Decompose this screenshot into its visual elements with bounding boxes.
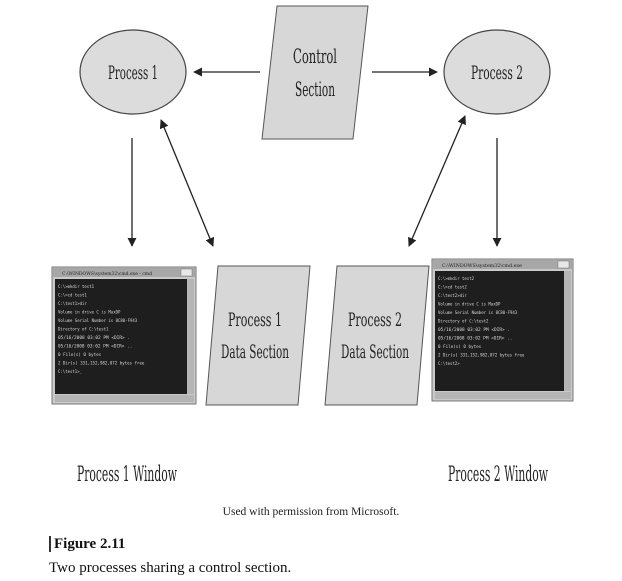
arrow-process1-datasection1 — [159, 119, 215, 247]
window1-console — [55, 279, 187, 394]
window2-hscrollbar — [435, 392, 571, 399]
window1-titlebar — [53, 268, 195, 277]
window2-line-9: 2 Dir(s) 331,152,982,872 bytes free — [438, 353, 525, 358]
window1-hscrollbar — [55, 395, 194, 402]
window2-line-8: 0 File(s) 0 bytes — [438, 344, 482, 349]
window1-line-2: C:\test1>dir — [58, 301, 87, 306]
window1-line-3: Volume in drive C is MaxDP — [58, 310, 121, 315]
window2-console — [435, 271, 564, 391]
figure-caption: Two processes sharing a control section. — [49, 560, 292, 576]
data-section2-label-line1: Process 2 — [348, 309, 402, 331]
control-section-shape — [261, 5, 369, 140]
data-section2-shape — [324, 265, 430, 406]
window1-line-1: C:\>cd test1 — [58, 293, 87, 298]
window1-scrollbar — [187, 279, 194, 394]
process2-node — [443, 29, 551, 115]
window2-line-4: Volume Serial Number is 0C80-F943 — [438, 310, 518, 315]
window2-line-10: C:\test2> — [438, 361, 460, 366]
diagram: Control Section Process 1 Process 2 Proc… — [51, 5, 574, 486]
window1-close-button — [180, 268, 193, 277]
arrow-process2-datasection2 — [408, 115, 466, 247]
window1-line-7: 05/16/2008 03:02 PM <DIR> .. — [58, 344, 132, 349]
window1-title: C:\WINDOWS\system32\cmd.exe - cmd — [62, 271, 153, 277]
window2-scrollbar — [564, 271, 571, 391]
process2-label: Process 2 — [471, 62, 523, 84]
process1-window: C:\WINDOWS\system32\cmd.exe - cmd C:\>mk… — [51, 266, 197, 405]
process1-window-label: Process 1 Window — [77, 462, 177, 486]
window1-line-0: C:\>mkdir test1 — [58, 284, 94, 289]
window1-line-10: C:\test1>_ — [58, 369, 82, 374]
window2-line-3: Volume in drive C is MaxDP — [438, 302, 501, 307]
figure-label: Figure 2.11 — [49, 536, 125, 552]
control-section-label-line2: Section — [295, 77, 335, 101]
control-section-label-line1: Control — [293, 44, 337, 68]
process2-window-label: Process 2 Window — [448, 462, 548, 486]
window2-line-7: 05/16/2008 03:02 PM <DIR> .. — [438, 336, 512, 341]
data-section1-label-line1: Process 1 — [228, 309, 282, 331]
data-section2-label-line2: Data Section — [341, 341, 409, 363]
process2-window: C:\WINDOWS\system32\cmd.exe C:\>mkdir te… — [431, 258, 574, 402]
process1-node — [79, 29, 187, 115]
window1-line-6: 05/16/2008 03:02 PM <DIR> . — [58, 335, 130, 340]
window2-line-2: C:\test2>dir — [438, 293, 467, 298]
window1-line-9: 2 Dir(s) 331,152,982,872 bytes free — [58, 361, 145, 366]
window2-titlebar — [433, 260, 572, 269]
window2-line-0: C:\>mkdir test2 — [438, 276, 474, 281]
window1-line-8: 0 File(s) 0 bytes — [58, 352, 102, 357]
window2-close-button — [557, 260, 570, 269]
window1-line-5: Directory of C:\test1 — [58, 327, 109, 332]
window2-line-1: C:\>cd test2 — [438, 285, 467, 290]
data-section1-shape — [205, 265, 311, 406]
data-section1-label-line2: Data Section — [221, 341, 289, 363]
process1-label: Process 1 — [108, 62, 158, 84]
permission-credit: Used with permission from Microsoft. — [222, 506, 400, 518]
window2-line-6: 05/16/2008 03:02 PM <DIR> . — [438, 327, 510, 332]
window2-line-5: Directory of C:\test2 — [438, 319, 489, 324]
window1-line-4: Volume Serial Number is 0C80-F943 — [58, 318, 138, 323]
window2-title: C:\WINDOWS\system32\cmd.exe — [442, 263, 522, 269]
